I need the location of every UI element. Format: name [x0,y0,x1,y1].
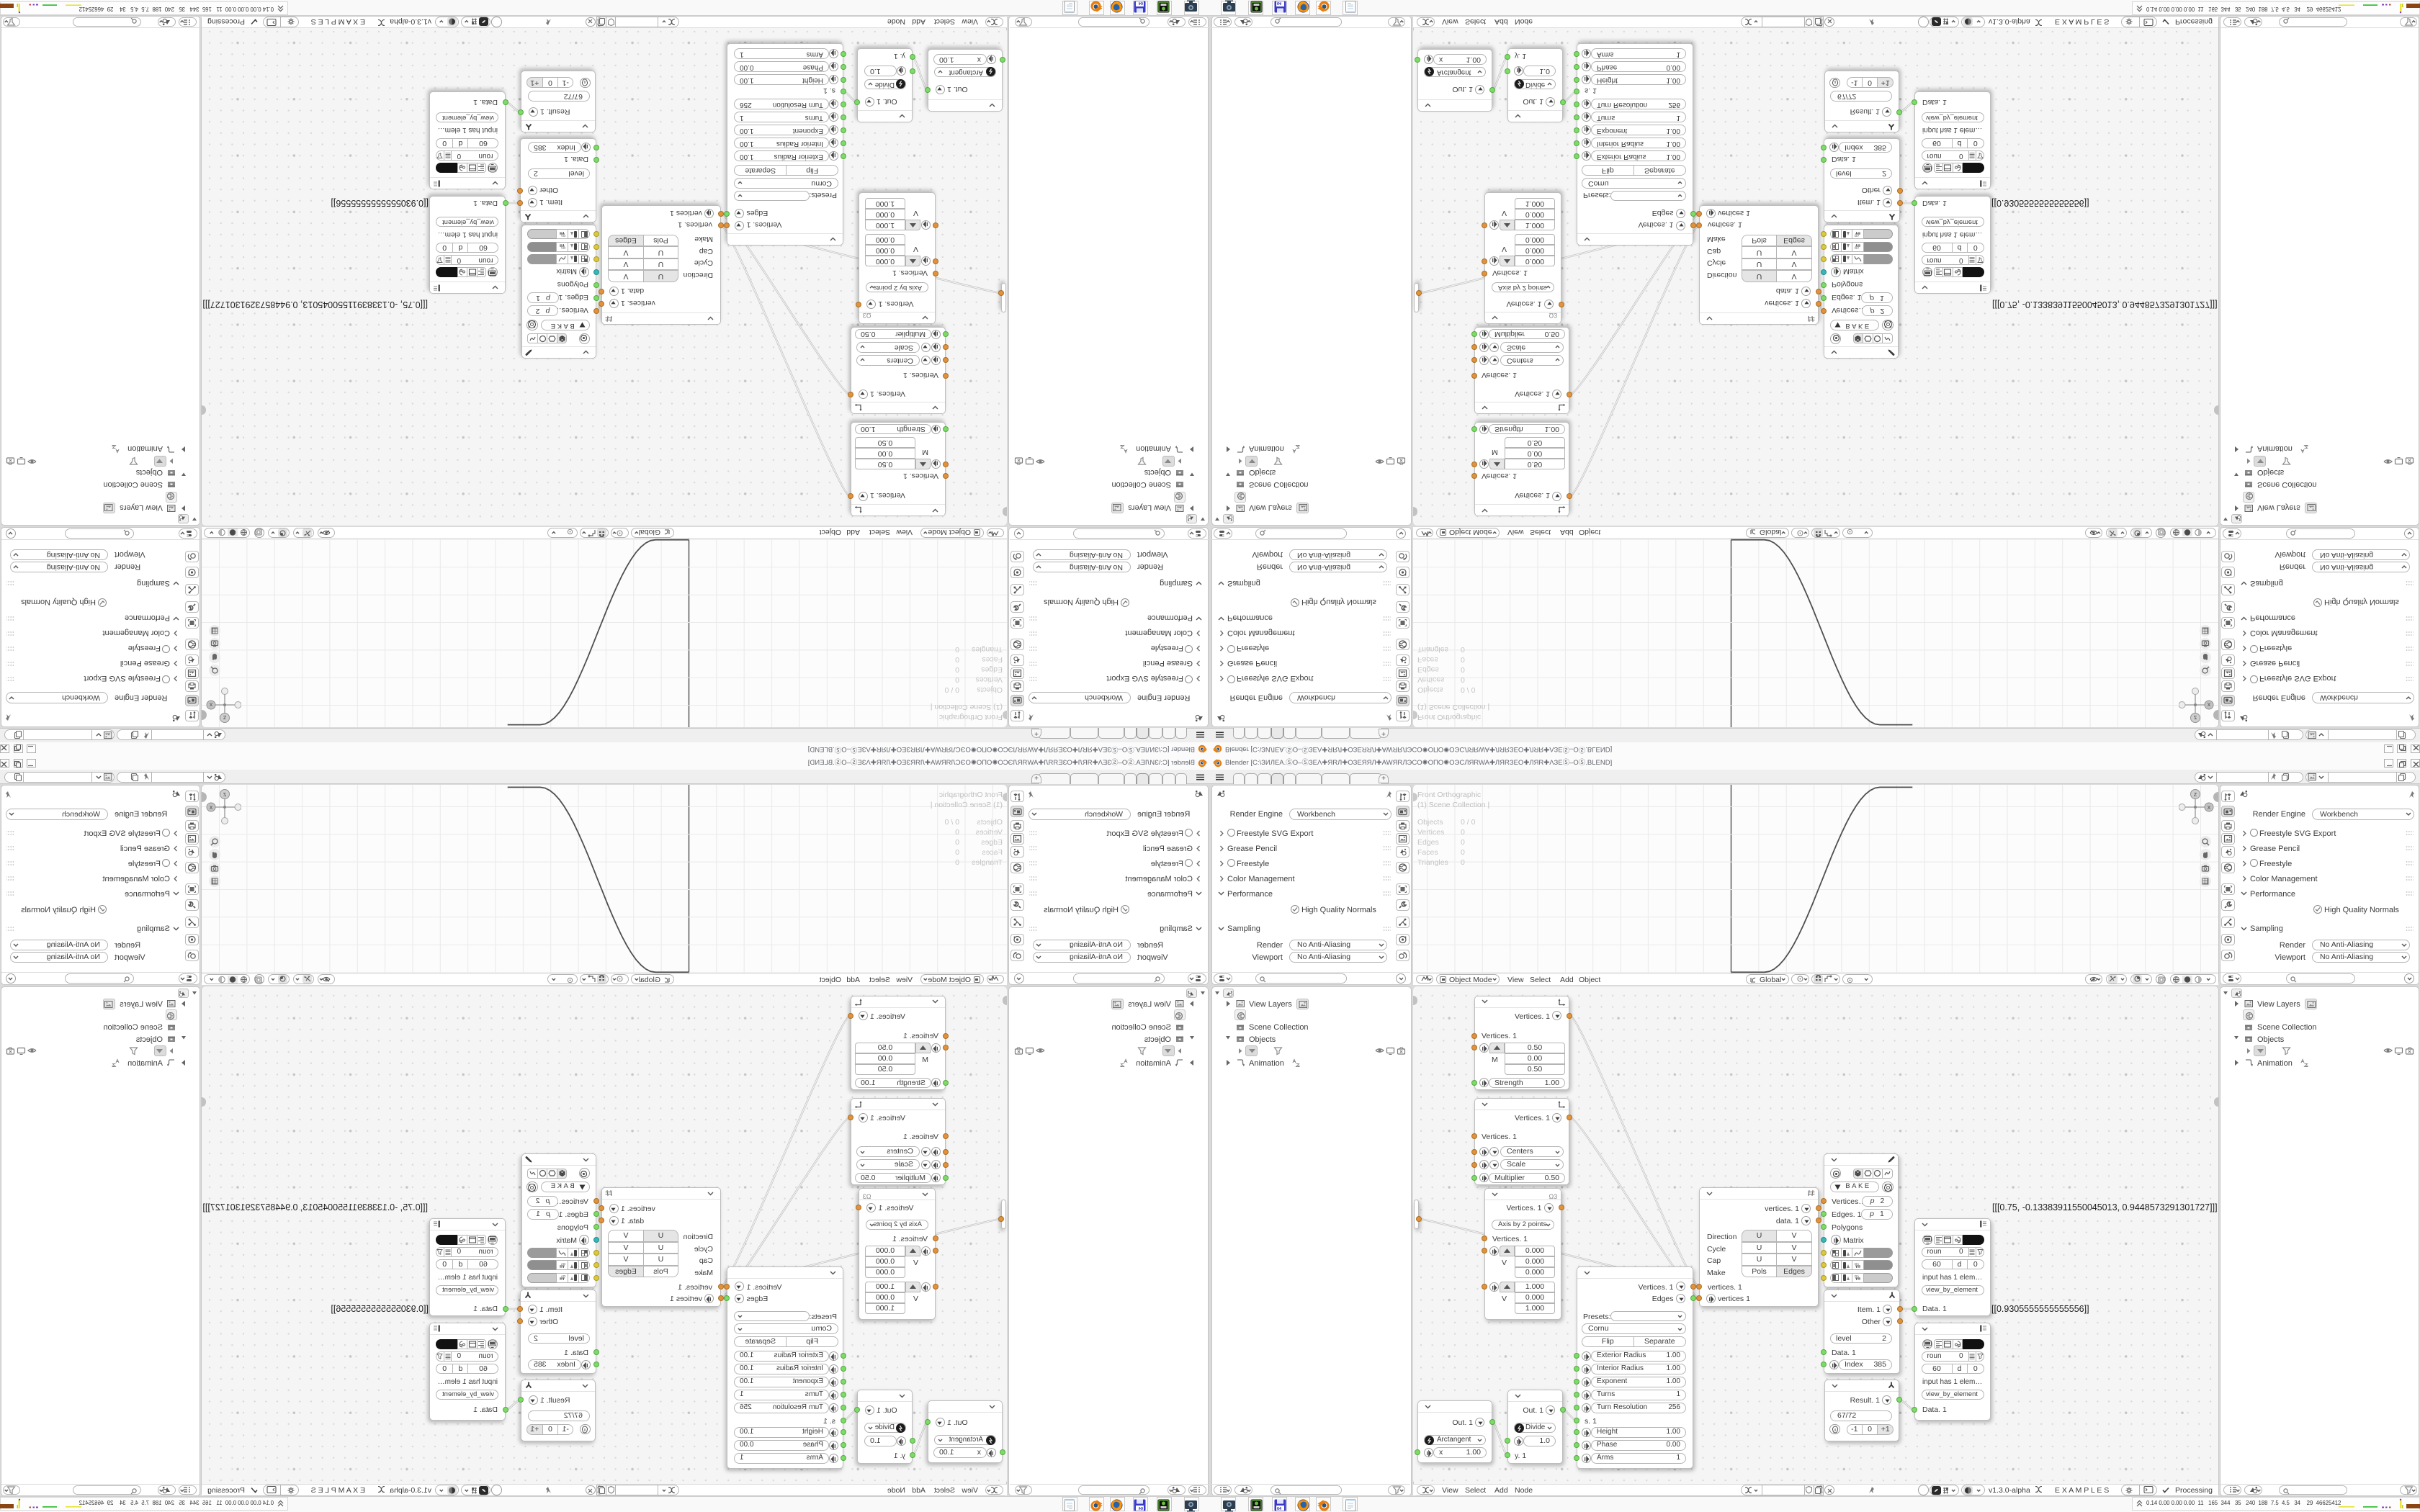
svg-text:64: 64 [1138,1507,1143,1511]
svg-text:Dn: Dn [1855,1274,1859,1278]
svg-text:64: 64 [1277,1507,1282,1511]
svg-text:Z: Z [223,714,226,719]
svg-text:Dn: Dn [561,1262,565,1266]
svg-text:X: X [2208,806,2211,811]
svg-text:64: 64 [1277,1,1282,5]
svg-text:Dn: Dn [561,1274,565,1278]
svg-text:Z: Z [223,793,226,798]
svg-text:Dn: Dn [1855,1262,1859,1266]
svg-text:Dn: Dn [1855,246,1859,250]
svg-text:X: X [209,701,212,706]
svg-text:Dn: Dn [1855,234,1859,238]
svg-text:Dn: Dn [561,234,565,238]
svg-text:X: X [2208,701,2211,706]
svg-text:64: 64 [1138,1,1143,5]
svg-text:X: X [209,806,212,811]
svg-text:Dn: Dn [561,246,565,250]
svg-text:Z: Z [2194,793,2197,798]
svg-text:Z: Z [2194,714,2197,719]
